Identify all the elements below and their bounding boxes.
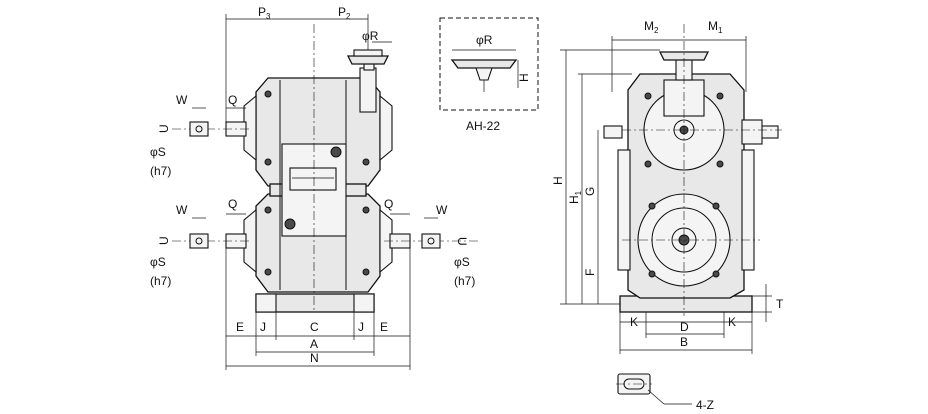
front-view bbox=[225, 49, 411, 313]
inset-label-h: H bbox=[517, 73, 531, 82]
label-q-lower-left: Q bbox=[228, 197, 237, 211]
label-phi-r: φR bbox=[362, 29, 379, 43]
slot-detail-4z: 4-Z bbox=[616, 373, 714, 412]
label-w-upper: W bbox=[176, 93, 188, 107]
label-phi-s-upper: φS bbox=[150, 145, 166, 159]
label-j-left: J bbox=[260, 320, 266, 334]
label-p2: P2 bbox=[338, 5, 351, 21]
label-m1: M1 bbox=[708, 19, 723, 35]
label-k-right: K bbox=[728, 315, 736, 329]
lower-left-shaft-detail: W Q U φS (h7) bbox=[150, 197, 246, 288]
label-w-lower-left: W bbox=[176, 203, 188, 217]
upper-left-shaft-detail: W Q U φS (h7) bbox=[150, 93, 246, 178]
front-bottom-dimensions: E J C J E A N bbox=[225, 248, 411, 370]
label-u-lower-left: U bbox=[157, 236, 171, 245]
inset-caption: AH-22 bbox=[466, 119, 500, 133]
label-k-left: K bbox=[630, 315, 638, 329]
label-h1: H1 bbox=[567, 190, 583, 204]
inset-label-phi-r: φR bbox=[476, 33, 493, 47]
label-t: T bbox=[776, 297, 784, 311]
label-e-left: E bbox=[236, 320, 244, 334]
label-f: F bbox=[583, 269, 597, 276]
front-handwheel bbox=[346, 55, 390, 65]
side-handwheel bbox=[658, 51, 710, 61]
label-b: B bbox=[680, 335, 688, 349]
label-g: G bbox=[583, 187, 597, 196]
label-a: A bbox=[310, 337, 318, 351]
label-d: D bbox=[680, 320, 689, 334]
label-h7-lower-left: (h7) bbox=[150, 274, 171, 288]
side-dimensions: M2 M1 H H1 G F T K K D B bbox=[551, 19, 784, 354]
label-w-lower-right: W bbox=[436, 203, 448, 217]
label-c: C bbox=[310, 320, 319, 334]
label-phi-s-lower-right: φS bbox=[454, 255, 470, 269]
label-p3: P3 bbox=[258, 5, 271, 21]
label-u-lower-right: U bbox=[455, 237, 469, 246]
label-q-lower-right: Q bbox=[384, 197, 393, 211]
inset-handwheel bbox=[450, 59, 518, 69]
side-view bbox=[603, 51, 779, 313]
label-n: N bbox=[310, 351, 319, 365]
label-m2: M2 bbox=[644, 19, 659, 35]
inset-frame bbox=[439, 17, 539, 111]
label-e-right: E bbox=[380, 320, 388, 334]
dim-p3-p2: P3 P2 φR bbox=[225, 5, 392, 124]
label-q-upper: Q bbox=[228, 93, 237, 107]
inset-ah22: φR H AH-22 bbox=[439, 17, 539, 133]
label-phi-s-lower-left: φS bbox=[150, 255, 166, 269]
label-4z: 4-Z bbox=[696, 398, 714, 412]
label-u-upper: U bbox=[157, 124, 171, 133]
label-j-right: J bbox=[358, 320, 364, 334]
label-h7-upper: (h7) bbox=[150, 164, 171, 178]
lower-right-shaft-detail: Q W U φS (h7) bbox=[384, 197, 475, 288]
label-h: H bbox=[551, 176, 565, 185]
label-h7-lower-right: (h7) bbox=[454, 274, 475, 288]
